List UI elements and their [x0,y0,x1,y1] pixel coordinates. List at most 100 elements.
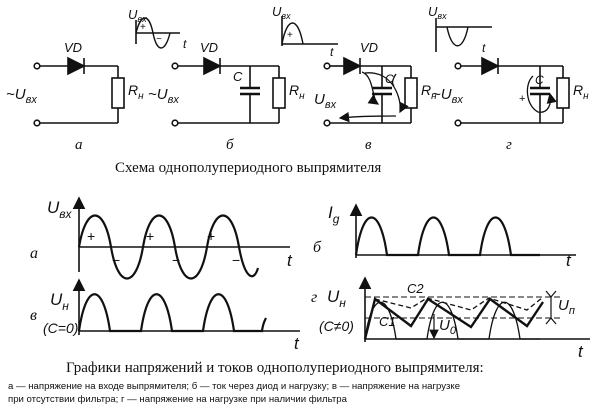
resistor-symbol [272,77,286,109]
svg-text:Uп: Uп [558,297,575,317]
circuit-b: + − t Uвх VD C Rн ~Uвх б [128,7,305,153]
ripple-label: U [558,297,569,314]
output-curve-c2 [374,297,543,311]
y-axis-subscript: вх [59,207,72,221]
circuit-g: t Uвх + C Rн ~Uвх г [428,4,589,153]
svg-text:Uн: Uн [50,290,69,313]
capacitor-label: C [535,73,544,87]
input-voltage-tilde: ~ [6,86,15,103]
input-voltage-label: U [441,86,452,103]
svg-text:~Uвх: ~Uвх [148,86,179,106]
resistor-subscript: н [138,91,144,102]
graph-letter-g: г [311,289,317,306]
diode-current-curve [354,216,540,257]
y-axis-label: U [47,198,60,217]
svg-text:U0: U0 [439,317,457,337]
inset-u-label: U [428,4,438,19]
svg-text:Uн: Uн [327,287,346,310]
input-voltage-tilde: ~ [148,86,157,103]
dc-level-label: U [439,317,450,334]
svg-text:Uвх: Uвх [428,4,447,21]
circuit-letter-v: в [365,137,372,153]
input-voltage-label: U [314,91,325,108]
graph-letter-b: б [313,239,322,256]
inset-plus: + [287,30,293,41]
resistor-symbol [556,77,570,109]
circuit-v: + t Uвх VD C Rн Uвх в [272,4,437,153]
inset-t-label: t [330,45,334,59]
input-voltage-label: U [15,86,26,103]
graph-letter-v: в [30,307,37,324]
inset-u-subscript: вх [281,11,291,21]
capacitor-label: C [233,69,243,84]
half-wave-plus: + [146,228,154,244]
no-filter-condition: (C=0) [43,320,78,336]
inset-u-subscript: вх [437,11,447,21]
x-axis-label: t [566,251,572,270]
y-axis-subscript: н [62,299,69,313]
input-voltage-curve [77,214,260,280]
circuit-letter-g: г [506,137,512,153]
resistor-label: R [128,82,138,98]
svg-text:Rн: Rн [289,82,305,102]
svg-text:Uвх: Uвх [314,91,337,111]
y-axis-subscript: g [333,212,340,226]
capacitor-plus: + [519,93,525,105]
svg-text:Ig: Ig [328,203,340,226]
inset-u-label: U [272,4,282,19]
y-axis-label: U [327,287,340,306]
diode-symbol [203,56,222,76]
y-axis-label: U [50,290,63,309]
y-axis-subscript: н [339,296,346,310]
circuit-letter-b: б [226,137,234,153]
graphs-title: Графики напряжений и токов однополуперио… [66,360,484,376]
capacitor-label: C [385,72,394,86]
half-wave-minus: − [112,252,120,268]
svg-text:Rн: Rн [128,82,144,102]
graph-v: Uн в (C=0) t [30,278,300,353]
resistor-subscript: н [299,91,305,102]
dc-level-subscript: 0 [450,325,457,337]
x-axis-label: t [294,334,300,353]
inset-u-label: U [128,7,138,22]
resistor-subscript: н [583,91,589,102]
caption-line-1: а — напряжение на входе выпрямителя; б —… [8,381,460,392]
svg-text:Rн: Rн [573,82,589,102]
half-wave-minus: − [172,252,180,268]
y-axis-label: I [328,203,333,222]
inset-u-subscript: вх [137,14,147,24]
input-voltage-subscript: вх [26,94,38,106]
resistor-symbol [111,77,125,109]
load-voltage-curve [77,293,267,333]
filter-condition: (C≠0) [319,318,354,334]
diode-label: VD [200,40,218,55]
resistor-label: R [421,82,431,98]
resistor-label: R [289,82,299,98]
graph-g: Uн г (C≠0) C2 C1 U0 Uп t [311,276,590,361]
ripple-subscript: п [569,305,575,317]
output-curve-c1 [363,296,544,340]
current-arrow [361,71,380,105]
inset-t-label: t [482,41,486,55]
diode-symbol [481,56,500,76]
svg-text:Uвх: Uвх [272,4,291,21]
diode-label: VD [360,40,378,55]
inset-waveform-g: t Uвх [428,4,492,55]
half-wave-minus: − [232,252,240,268]
x-axis-label: t [287,251,293,270]
c2-label: C2 [407,281,424,296]
svg-text:Uвх: Uвх [47,198,73,221]
diode-symbol [67,56,86,76]
half-wave-plus: + [207,228,215,244]
svg-text:~Uвх: ~Uвх [432,86,463,106]
current-arrow [338,111,397,123]
input-voltage-tilde: ~ [432,86,441,103]
input-voltage-subscript: вх [325,99,337,111]
x-axis-label: t [578,342,584,361]
input-voltage-subscript: вх [168,94,180,106]
resistor-subscript: н [431,91,437,102]
inset-minus: − [156,34,162,45]
half-wave-plus: + [87,228,95,244]
circuits-title: Схема однополупериодного выпрямителя [115,160,381,176]
